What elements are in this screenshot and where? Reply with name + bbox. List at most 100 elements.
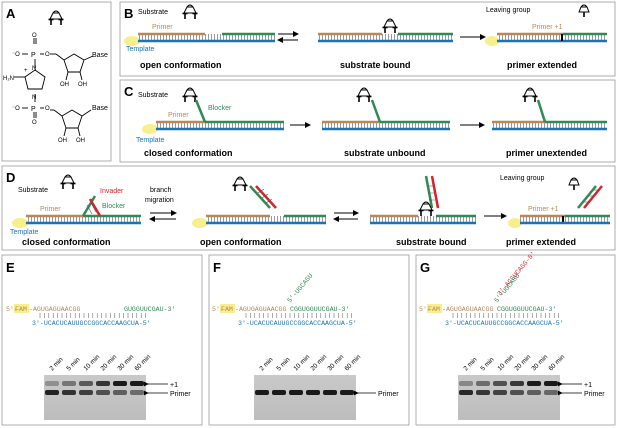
oh-label-4: OH [76,138,85,144]
substrate-label: Substrate [138,9,168,16]
blocker-label: Blocker [208,105,232,112]
primer-sequence: -AGUGAGUAACGG [29,306,80,313]
migration-label: migration [145,197,174,204]
fam-label: FAM [428,306,440,313]
template-label: Template [136,137,165,144]
primer-plus1-label: Primer +1 [528,206,559,213]
unbound-substrate-icon [521,87,539,103]
plus1-band [527,381,541,386]
caption-substrate-unbound: substrate unbound [344,148,426,158]
caption-open-conformation: open conformation [140,60,222,70]
panel-d: D Substrate Primer Invader Blocker Templ… [1,165,616,251]
panel-b: B Substrate Primer Template open conform… [119,1,616,77]
blocker-sequence: CGGUGGUUCGAU-3′ [497,306,556,313]
lane-time-label: 10 min [292,353,311,372]
plus1-band [476,381,490,386]
substrate-icon [181,4,199,20]
minus-o-label-1: ⁻O [12,52,20,58]
lane-time-label: 10 min [82,353,101,372]
primer-band [255,390,269,395]
caption-closed-conformation: closed conformation [22,237,111,247]
unbound-substrate-icon [355,87,373,103]
o-label-2: O [45,52,50,58]
leaving-group-icon [568,177,580,191]
n-label-1: N [32,66,36,72]
primer-band [96,390,110,395]
plus-label: + [24,68,28,74]
lane-time-label: 20 min [309,353,328,372]
primer-sequence: -AGUGAGUAACGG [442,306,493,313]
primer-band [527,390,541,395]
primer-band [130,390,144,395]
fam-label: FAM [221,306,233,313]
lane-time-label: 5 min [275,356,291,372]
lane-time-label: 2 min [258,356,274,372]
lane-time-label: 5 min [479,356,495,372]
lane-time-label: 2 min [462,356,478,372]
lane-time-label: 60 min [133,353,152,372]
h2n-label: H₂N [3,76,14,82]
minus-o-label-2: ⁻O [12,106,20,112]
imidazolium-structure [14,38,94,137]
substrate-label: Substrate [18,187,48,194]
gel-image [254,375,356,420]
lane-time-label: 30 min [116,353,135,372]
plus1-band [510,381,524,386]
primer-band [459,390,473,395]
caption-substrate-bound: substrate bound [340,60,411,70]
substrate-label: Substrate [138,92,168,99]
primer-band [79,390,93,395]
oh-label-2: OH [78,82,87,88]
p-label-1: P [31,52,36,59]
template-sequence: 3′-UCACUCAUUGCCGGCACCAAGCUA-5′ [32,320,151,327]
leaving-group-icon [578,4,590,18]
bound-substrate-icon [381,18,399,34]
substrate-icon [47,10,65,26]
plus1-band [544,381,558,386]
blocker-label: Blocker [102,203,126,210]
plus1-band [113,381,127,386]
primer-band [289,390,303,395]
plus1-band [62,381,76,386]
panel-b-label: B [124,6,133,21]
leaving-group-label: Leaving group [486,7,530,14]
band-primer-label: Primer [170,391,191,398]
primer-sequence: -AGUGAGUAACGG [235,306,286,313]
panel-e-label: E [6,260,15,275]
n-label-2: N [32,95,36,101]
lane-time-label: 20 min [99,353,118,372]
oh-label-3: OH [58,138,67,144]
primer-band [306,390,320,395]
primer-band [272,390,286,395]
primer-band [113,390,127,395]
blocker-tail-sequence: 5′-UGCAGU [286,272,314,304]
five-prime-label: 5′- [419,306,431,313]
lane-time-label: 5 min [65,356,81,372]
blocker-sequence: CGGUGGUUCGAU-3′ [290,306,349,313]
primer-band [544,390,558,395]
lane-time-label: 2 min [48,356,64,372]
blocker-tail-sequence: 5′-UGCAGU [493,272,521,304]
template-label: Template [10,229,39,236]
gel-image [458,375,560,420]
panel-c: C Substrate Primer Blocker Template clos… [119,79,616,163]
primer-band [45,390,59,395]
panel-f: F 5′-UGCAGU 5′- FAM -AGUGAGUAACGG CGGUGG… [208,254,410,426]
plus1-band [493,381,507,386]
band-plus1-label: +1 [170,382,178,389]
plus1-band [130,381,144,386]
lane-time-label: 60 min [547,353,566,372]
primer-band [510,390,524,395]
p-label-2: P [31,106,36,113]
lane-time-label: 30 min [326,353,345,372]
oh-label-1: OH [60,82,69,88]
leaving-group-label: Leaving group [500,175,544,182]
plus1-band [96,381,110,386]
fam-label: FAM [15,306,27,313]
caption-substrate-bound: substrate bound [396,237,467,247]
plus1-band [45,381,59,386]
band-plus1-label: +1 [584,382,592,389]
substrate-icon [59,174,77,190]
blocker-sequence: GUGGUUCGAU-3′ [124,306,175,313]
